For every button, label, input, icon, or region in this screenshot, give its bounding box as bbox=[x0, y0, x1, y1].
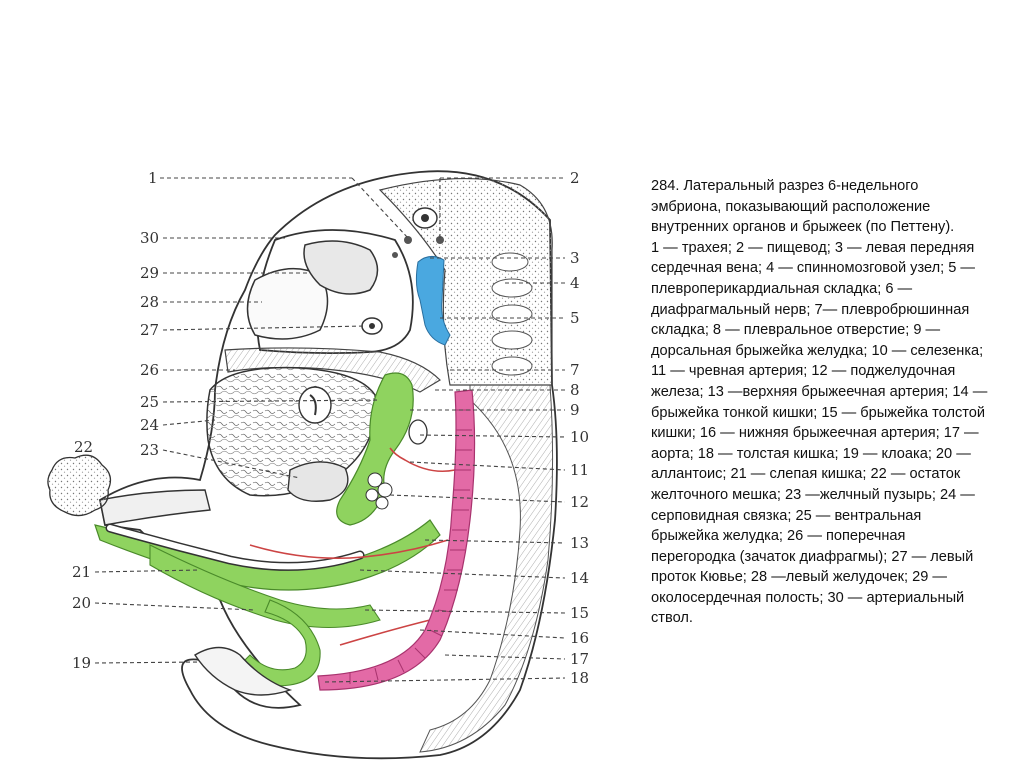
labels-right: 2 3 4 5 7 8 9 10 11 12 13 14 15 16 17 18 bbox=[570, 169, 589, 687]
labels-left: 1 30 29 28 27 26 25 24 23 22 21 20 19 bbox=[72, 169, 159, 672]
label-7: 7 bbox=[570, 361, 580, 379]
dorsal-body-wall bbox=[419, 384, 554, 753]
label-14: 14 bbox=[570, 569, 589, 587]
label-26: 26 bbox=[140, 361, 159, 379]
caption-title: 284. Латеральный разрез 6-недельного эмб… bbox=[651, 178, 955, 236]
label-15: 15 bbox=[570, 604, 589, 622]
trachea bbox=[392, 207, 444, 258]
leader-lines-left bbox=[94, 177, 409, 664]
label-5: 5 bbox=[570, 309, 580, 327]
aorta bbox=[317, 389, 476, 691]
label-4: 4 bbox=[570, 274, 580, 292]
truncus-arteriosus bbox=[303, 240, 379, 295]
label-20: 20 bbox=[72, 594, 91, 612]
label-11: 11 bbox=[570, 461, 589, 479]
label-9: 9 bbox=[570, 401, 580, 419]
label-21: 21 bbox=[72, 563, 91, 581]
label-10: 10 bbox=[570, 428, 589, 446]
label-22: 22 bbox=[74, 438, 93, 456]
figure-caption: 284. Латеральный разрез 6-недельного эмб… bbox=[651, 176, 991, 629]
label-27: 27 bbox=[140, 321, 159, 339]
label-28: 28 bbox=[140, 293, 159, 311]
label-3: 3 bbox=[570, 249, 580, 267]
small-intestine-mesentery bbox=[94, 519, 441, 591]
label-8: 8 bbox=[570, 381, 580, 399]
pancreas bbox=[365, 472, 393, 510]
label-24: 24 bbox=[140, 416, 159, 434]
yolk-stalk bbox=[99, 489, 211, 526]
label-16: 16 bbox=[570, 629, 589, 647]
label-2: 2 bbox=[570, 169, 580, 187]
embryo-body-outline bbox=[98, 170, 558, 760]
label-13: 13 bbox=[570, 534, 589, 552]
label-19: 19 bbox=[72, 654, 91, 672]
yolk-sac-remnant bbox=[47, 454, 112, 517]
label-30: 30 bbox=[140, 229, 159, 247]
anterior-cardinal-vein bbox=[415, 256, 451, 346]
label-29: 29 bbox=[140, 264, 159, 282]
dorsal-mesogastrium bbox=[336, 372, 414, 526]
leader-lines-right bbox=[324, 177, 566, 683]
label-1: 1 bbox=[148, 169, 158, 187]
label-12: 12 bbox=[570, 493, 589, 511]
caption-legend: 1 — трахея; 2 — пищевод; 3 — левая перед… bbox=[651, 239, 988, 627]
gallbladder bbox=[287, 461, 349, 502]
label-17: 17 bbox=[570, 650, 589, 668]
label-18: 18 bbox=[570, 669, 589, 687]
label-25: 25 bbox=[140, 393, 159, 411]
label-23: 23 bbox=[140, 441, 159, 459]
left-ventricle bbox=[246, 267, 329, 340]
visceral-arteries bbox=[249, 447, 456, 646]
cloaca-tail bbox=[194, 646, 293, 696]
spleen bbox=[408, 419, 428, 445]
